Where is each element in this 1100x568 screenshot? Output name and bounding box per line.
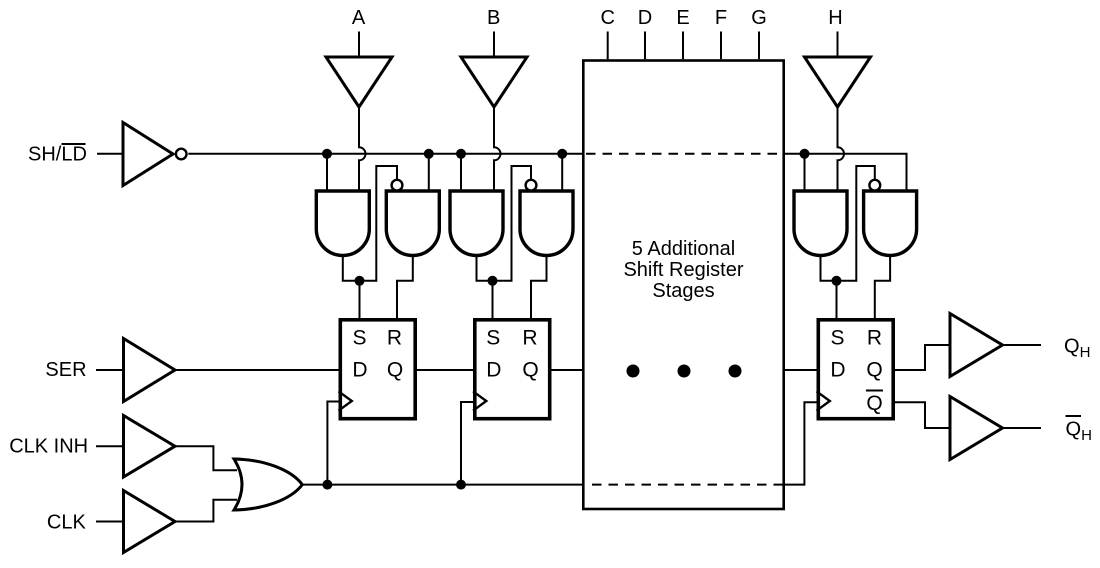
svg-text:R: R: [522, 327, 537, 350]
svg-text:D: D: [486, 359, 501, 382]
svg-text:S: S: [352, 327, 366, 350]
svg-text:G: G: [751, 7, 767, 29]
svg-text:CLK: CLK: [47, 512, 87, 534]
svg-text:CLK INH: CLK INH: [9, 436, 88, 458]
svg-text:5 Additional: 5 Additional: [632, 238, 735, 260]
svg-text:S: S: [486, 327, 500, 350]
svg-text:D: D: [352, 359, 367, 382]
svg-text:D: D: [830, 359, 845, 382]
svg-text:Q: Q: [387, 359, 403, 382]
svg-text:D: D: [638, 7, 652, 29]
svg-text:Stages: Stages: [652, 280, 714, 302]
svg-text:H: H: [828, 7, 842, 29]
svg-text:R: R: [867, 327, 882, 350]
svg-text:A: A: [352, 7, 366, 29]
svg-text:Q: Q: [866, 359, 882, 382]
svg-text:B: B: [487, 7, 500, 29]
svg-text:E: E: [676, 7, 689, 29]
svg-text:Q: Q: [866, 392, 882, 415]
svg-text:Shift Register: Shift Register: [623, 259, 743, 281]
svg-text:SH/LD: SH/LD: [28, 144, 87, 166]
svg-text:Q: Q: [522, 359, 538, 382]
svg-text:S: S: [830, 327, 844, 350]
svg-text:SER: SER: [45, 359, 86, 381]
svg-text:F: F: [715, 7, 727, 29]
svg-text:C: C: [600, 7, 614, 29]
svg-text:R: R: [387, 327, 402, 350]
